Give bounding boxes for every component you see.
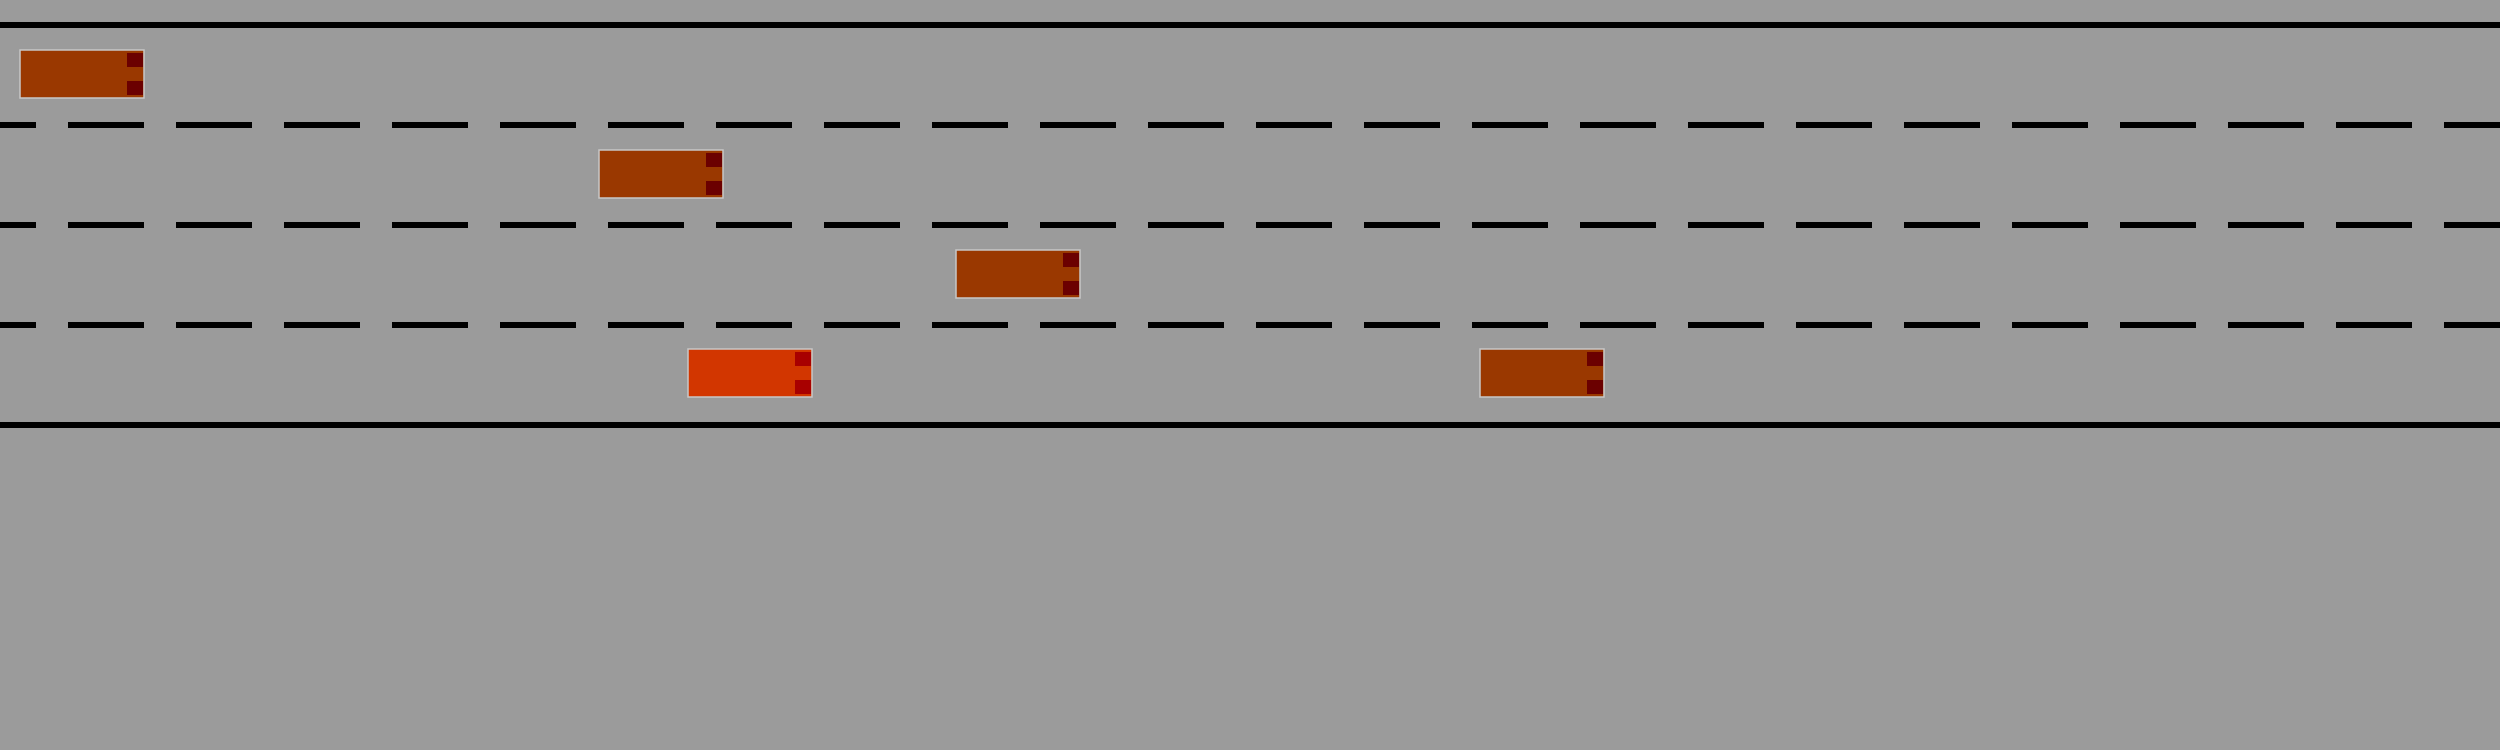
- vehicle-body: [955, 249, 1081, 299]
- vehicle-light: [706, 181, 722, 195]
- vehicle-light: [1063, 281, 1079, 295]
- vehicle-body: [598, 149, 724, 199]
- vehicle-light: [795, 380, 811, 394]
- road-bottom-edge: [0, 422, 2500, 428]
- vehicle-light: [1063, 253, 1079, 267]
- road-top-edge: [0, 22, 2500, 28]
- vehicle-1: [19, 49, 145, 99]
- vehicle-light: [1587, 380, 1603, 394]
- vehicle-3: [955, 249, 1081, 299]
- vehicle-light: [795, 352, 811, 366]
- ego-vehicle: [687, 348, 813, 398]
- vehicle-light: [127, 81, 143, 95]
- vehicle-light: [1587, 352, 1603, 366]
- vehicle-body: [19, 49, 145, 99]
- vehicle-light: [127, 53, 143, 67]
- vehicle-light: [706, 153, 722, 167]
- vehicle-4: [1479, 348, 1605, 398]
- vehicle-body: [1479, 348, 1605, 398]
- vehicle-body: [687, 348, 813, 398]
- vehicle-2: [598, 149, 724, 199]
